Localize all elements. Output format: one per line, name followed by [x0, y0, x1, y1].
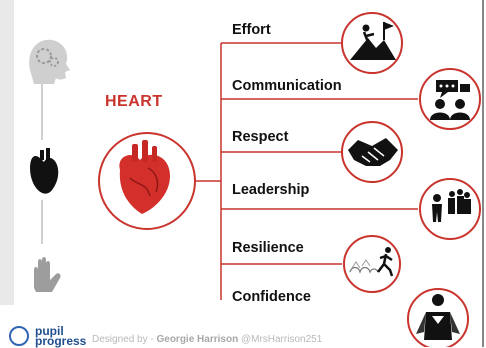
- branch-label-leadership: Leadership: [232, 182, 310, 198]
- credit-handle: @MrsHarrison251: [238, 334, 323, 345]
- footer-brand-line2: progress: [35, 334, 87, 348]
- branch-label-communication: Communication: [232, 78, 342, 94]
- handshake-icon: [341, 121, 403, 183]
- climber-summit-flag-icon: [341, 12, 403, 74]
- runner-obstacles-icon: [343, 235, 401, 293]
- anatomical-heart-icon: [119, 140, 170, 214]
- pupil-progress-logo-icon: [9, 326, 29, 346]
- branch-label-effort: Effort: [232, 22, 271, 38]
- credit-prefix: Designed by -: [92, 334, 157, 345]
- brain-gears-head-icon: [29, 39, 70, 84]
- group-leader-icon: [419, 178, 481, 240]
- team-conversation-icon: [419, 68, 481, 130]
- heart-silhouette-icon: [30, 148, 59, 194]
- heart-title: HEART: [105, 93, 163, 110]
- branch-label-resilience: Resilience: [232, 240, 304, 256]
- credit-name: Georgie Harrison: [156, 334, 239, 345]
- footer-credit: Designed by - Georgie Harrison @MrsHarri…: [92, 334, 322, 345]
- footer-bar: [0, 305, 396, 347]
- footer-brand-line1: pupil: [35, 324, 64, 338]
- branch-label-confidence: Confidence: [232, 289, 311, 305]
- branch-label-respect: Respect: [232, 129, 289, 145]
- superhero-icon: [407, 288, 469, 347]
- footer-brand: pupil progress: [35, 324, 87, 348]
- hand-icon: [34, 257, 61, 292]
- side-rail: [0, 0, 14, 347]
